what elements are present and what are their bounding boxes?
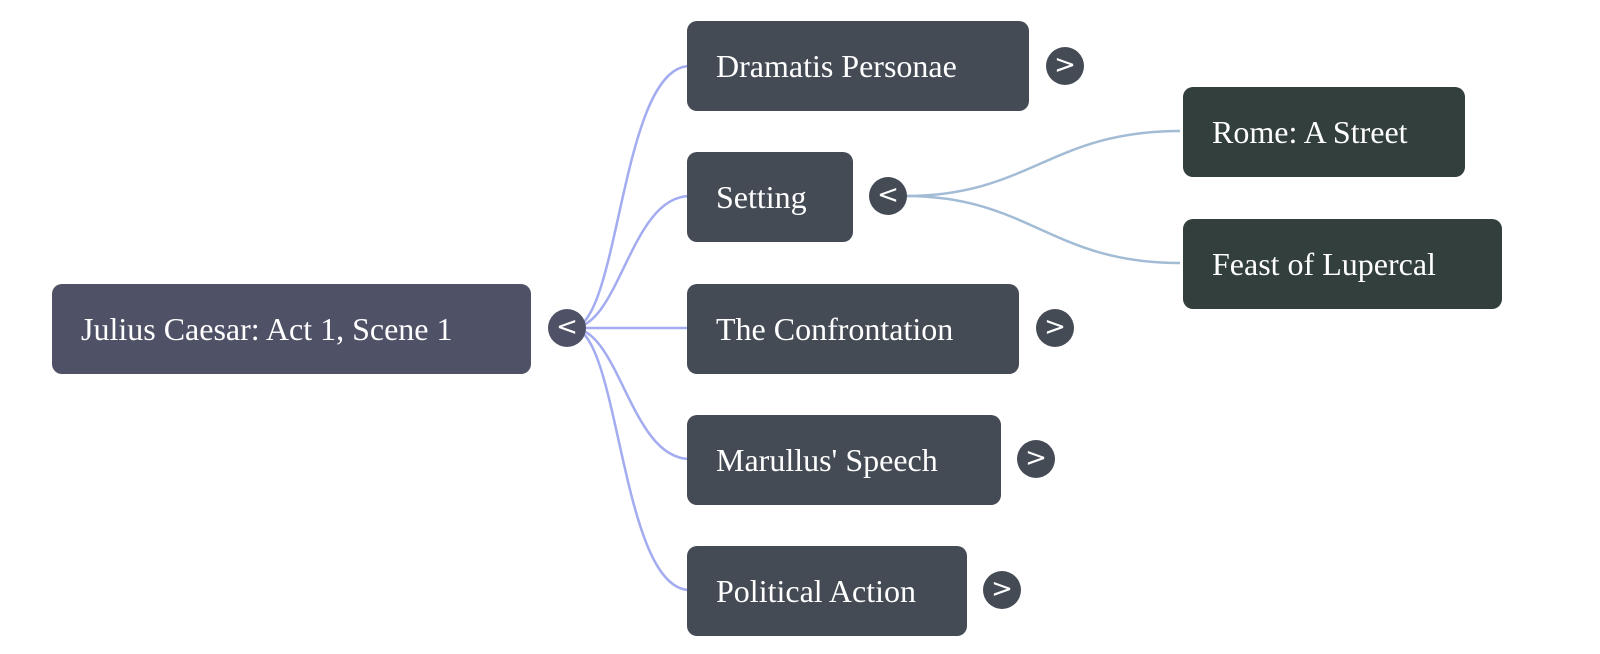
node-setting[interactable]: Setting: [687, 152, 853, 242]
link-root-dramatis-personae: [571, 64, 691, 330]
node-dramatis-personae[interactable]: Dramatis Personae: [687, 21, 1029, 111]
expand-toggle-marullus-speech[interactable]: >: [1017, 440, 1055, 478]
node-the-confrontation[interactable]: The Confrontation: [687, 284, 1019, 374]
expand-toggle-dramatis-personae[interactable]: >: [1046, 47, 1084, 85]
collapse-toggle-setting[interactable]: <: [869, 177, 907, 215]
link-setting-rome-a-street: [904, 129, 1181, 198]
collapse-toggle-root[interactable]: <: [548, 309, 586, 347]
expand-toggle-the-confrontation[interactable]: >: [1036, 309, 1074, 347]
node-feast-of-lupercal[interactable]: Feast of Lupercal: [1183, 219, 1502, 309]
expand-toggle-political-action[interactable]: >: [983, 571, 1021, 609]
node-political-action[interactable]: Political Action: [687, 546, 967, 636]
link-root-political-action: [571, 326, 691, 592]
root-node[interactable]: Julius Caesar: Act 1, Scene 1: [52, 284, 531, 374]
node-marullus-speech[interactable]: Marullus' Speech: [687, 415, 1001, 505]
link-root-marullus-speech: [571, 326, 691, 461]
node-rome-a-street[interactable]: Rome: A Street: [1183, 87, 1465, 177]
link-setting-feast-of-lupercal: [904, 194, 1181, 265]
link-root-setting: [571, 194, 691, 330]
